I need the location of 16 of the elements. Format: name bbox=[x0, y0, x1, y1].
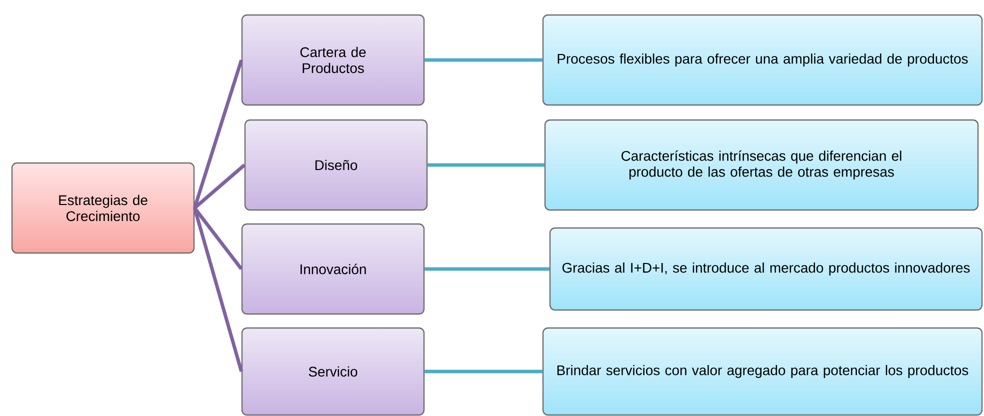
description-box: Brindar servicios con valor agregado para potenciar los productos bbox=[542, 327, 983, 416]
connector-line bbox=[424, 58, 542, 62]
category-box: Servicio bbox=[241, 327, 425, 416]
description-box: Características intrínsecas que diferencian el producto de las ofertas de otras empresas bbox=[544, 119, 979, 211]
category-box: Diseño bbox=[244, 119, 428, 211]
connector-line bbox=[424, 267, 550, 271]
category-box: Innovación bbox=[241, 223, 425, 315]
description-box: Gracias al I+D+I, se introduce al mercado productos innovadores bbox=[549, 227, 983, 311]
connector-line bbox=[428, 163, 544, 167]
connector-line bbox=[192, 59, 244, 209]
category-box: Cartera de Productos bbox=[241, 14, 425, 106]
connector-line bbox=[424, 370, 542, 374]
connector-line bbox=[193, 206, 243, 270]
strategy-box: Estrategias de Crecimiento bbox=[11, 162, 195, 254]
description-box: Procesos flexibles para ofrecer una amplia variedad de productos bbox=[542, 14, 983, 106]
connector-line bbox=[192, 208, 244, 372]
